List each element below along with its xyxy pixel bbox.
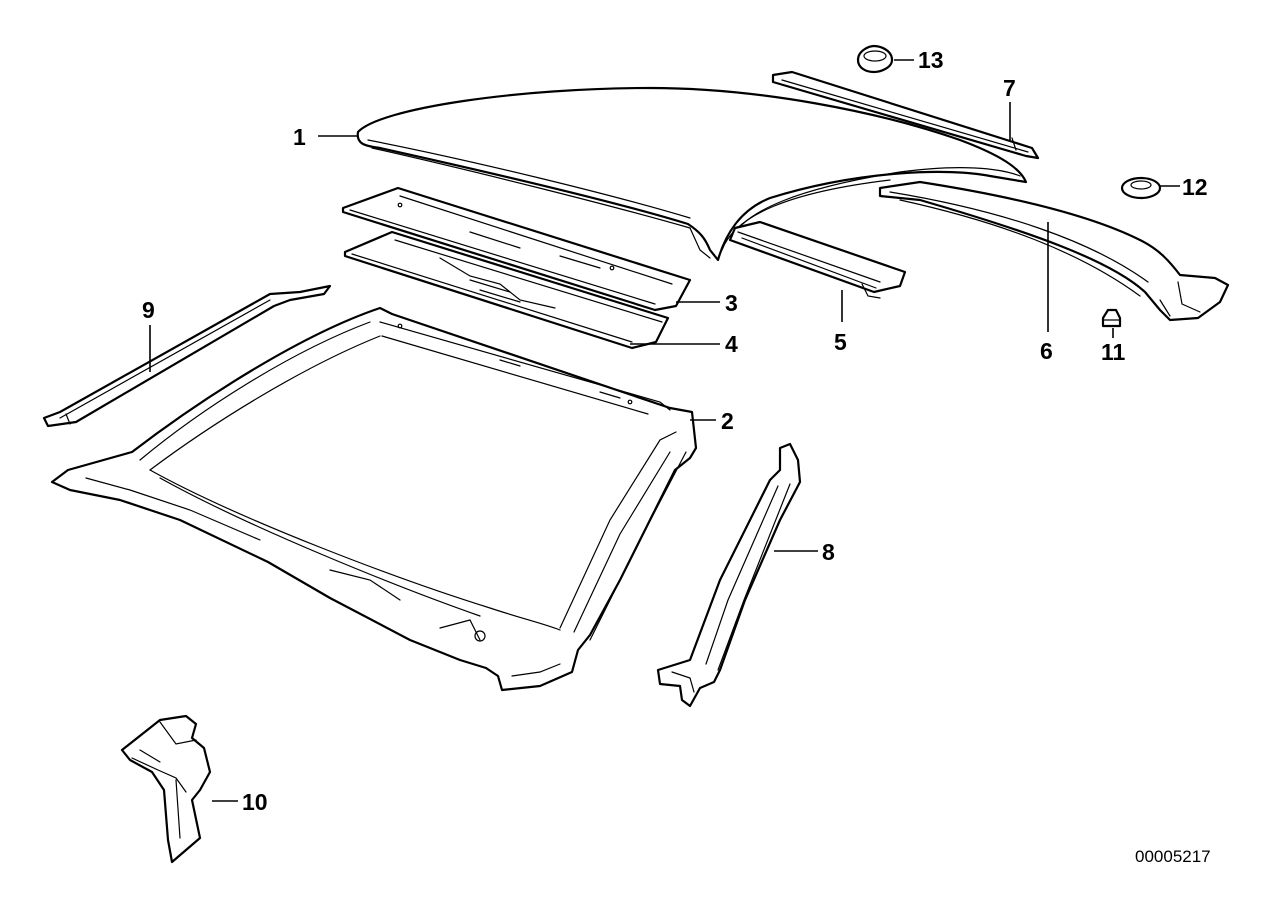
part-2-roof-frame bbox=[50, 306, 698, 692]
callout-labels: 1 2 3 4 5 6 7 8 9 10 11 12 13 bbox=[142, 47, 1208, 815]
part-11-nut bbox=[1101, 308, 1122, 328]
callout-4: 4 bbox=[725, 331, 738, 357]
callout-12: 12 bbox=[1182, 174, 1208, 200]
part-3-panel bbox=[341, 186, 692, 312]
part-4-panel bbox=[343, 230, 670, 350]
callout-5: 5 bbox=[834, 329, 847, 355]
callout-13: 13 bbox=[918, 47, 944, 73]
part-8-pillar-trim bbox=[656, 442, 802, 708]
part-5-rail bbox=[728, 220, 907, 299]
part-1-roof-panel bbox=[356, 86, 1028, 262]
callout-10: 10 bbox=[242, 789, 268, 815]
callout-1: 1 bbox=[293, 124, 306, 150]
part-9-seal-strip bbox=[42, 284, 332, 428]
part-7-roof-strip bbox=[771, 70, 1040, 160]
callout-2: 2 bbox=[721, 408, 734, 434]
part-6-side-rail bbox=[878, 180, 1230, 322]
callout-6: 6 bbox=[1040, 338, 1053, 364]
drawing-number: 00005217 bbox=[1135, 847, 1211, 866]
part-13-grommet bbox=[856, 44, 894, 74]
part-10-bracket bbox=[120, 714, 212, 864]
leader-lines bbox=[149, 59, 1180, 802]
callout-8: 8 bbox=[822, 539, 835, 565]
callout-7: 7 bbox=[1003, 75, 1016, 101]
callout-9: 9 bbox=[142, 297, 155, 323]
part-12-grommet bbox=[1120, 176, 1162, 200]
callout-11: 11 bbox=[1101, 339, 1126, 365]
callout-3: 3 bbox=[725, 290, 738, 316]
